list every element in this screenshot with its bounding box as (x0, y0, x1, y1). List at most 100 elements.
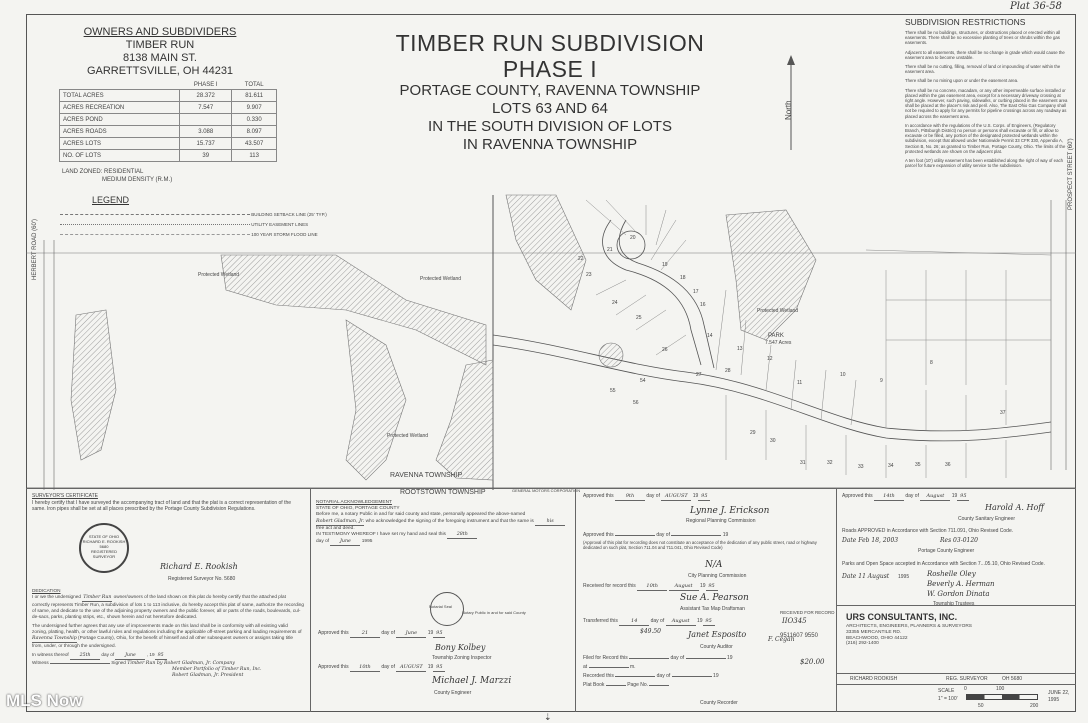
day-of-label: day of (670, 655, 685, 661)
lot-number: 34 (888, 463, 894, 469)
stamp-fee: $20.00 (800, 658, 825, 666)
notary-seal-icon (430, 592, 464, 626)
owners-heading: OWNERS AND SUBDIVIDERS (83, 26, 237, 38)
received-label: Received for record this (583, 583, 636, 589)
lot-number: 37 (1000, 410, 1006, 416)
stamp-number: 9511607 9550 (780, 633, 818, 639)
notary-state: STATE OF OHIO, PORTAGE COUNTY (316, 506, 400, 512)
recorder-label: County Recorder (700, 700, 738, 706)
legend-item: UTILITY EASEMENT LINES (60, 222, 308, 227)
divider (26, 488, 1076, 489)
acreage-cell: 3.088 (179, 125, 233, 138)
witness-day: 25th (70, 653, 101, 660)
century-label: 19 (427, 630, 434, 636)
record-stamp: RECEIVED FOR RECORD (780, 610, 835, 615)
lot-number: 17 (693, 289, 699, 295)
wetland-area (435, 359, 494, 481)
engineer-label: County Engineer (434, 690, 472, 696)
engineer-month: AUGUST (396, 664, 427, 672)
scale-value: 1" = 100' (938, 696, 958, 702)
lot-number: 26 (662, 347, 668, 353)
acreage-col-total: TOTAL (244, 82, 264, 88)
dedication-text: The undersigned further agrees that any … (32, 623, 302, 634)
wetland-area (70, 309, 117, 461)
roads-text: Roads APPROVED in Accordance with Sectio… (842, 528, 1014, 534)
urs-reg-no: OH 5680 (1002, 676, 1023, 682)
divider (836, 684, 1076, 685)
notary-name: Robert Gladman, Jr. (316, 519, 365, 526)
acreage-cell: 9.907 (231, 101, 277, 114)
recorded-label: Recorded this (583, 673, 614, 679)
acreage-cell: 28.372 (179, 89, 233, 102)
legend-item: BUILDING SETBACK LINE (25' TYP.) (60, 212, 327, 217)
lot-number: 8 (930, 360, 933, 366)
dedication-text: owner/owners of the land shown on this p… (32, 594, 304, 619)
owners-name: TIMBER RUN (125, 39, 195, 51)
seal-number: 5680 (99, 544, 109, 549)
watermark-logo: MLS Now (6, 691, 83, 710)
gm-label: GENERAL MOTORS CORPORATION (512, 488, 581, 493)
notary-heading: NOTARIAL ACKNOWLEDGEMENT (316, 500, 392, 505)
notary-label: Notary Public in and for said County (462, 610, 526, 615)
legend-label: UTILITY EASEMENT LINES (251, 222, 309, 227)
received-month: August (668, 583, 699, 591)
notary-testimony: IN TESTIMONY WHEREOF I have set my hand … (316, 532, 446, 538)
road-edge (602, 219, 702, 366)
lot-number: 16 (700, 302, 706, 308)
surveyor-signature: Richard E. Rookish (160, 562, 238, 571)
urs-name: URS CONSULTANTS, INC. (846, 612, 958, 622)
parks-year: 1995 (898, 574, 910, 580)
lot-number: 33 (858, 464, 864, 470)
legend-item: 100 YEAR STORM FLOOD LINE (60, 232, 318, 237)
notary-month: June (330, 539, 361, 547)
roads-resolution: Res 03-0120 (940, 537, 978, 544)
rootstown-township-label: ROOTSTOWN TOWNSHIP (400, 489, 486, 496)
engineer-year: 95 (433, 664, 446, 672)
zoning-month: June (396, 630, 427, 638)
title-line-6: IN RAVENNA TOWNSHIP (462, 136, 638, 153)
roads-date: Date Feb 18, 2003 (842, 537, 899, 544)
acreage-cell: 8.097 (231, 125, 277, 138)
lot-number: 54 (640, 378, 646, 384)
roads-label: Portage County Engineer (918, 548, 975, 554)
title-line-3: PORTAGE COUNTY, RAVENNA TOWNSHIP (399, 82, 701, 99)
seal-name: RICHARD E. ROOKISH (82, 539, 126, 544)
tax-signature: Sue A. Pearson (680, 593, 749, 603)
park-acres: 7.547 Acres (765, 340, 792, 346)
parks-text: Parks and Open Space accepted in Accorda… (842, 561, 1045, 567)
plat-number: Plat 36-58 (1010, 1, 1062, 12)
auditor-initials: F. Cegan (768, 636, 795, 643)
lot-number: 14 (707, 333, 713, 339)
day-of-label: day of (381, 630, 395, 636)
urs-surveyor: RICHARD ROOKISH (850, 676, 898, 682)
road-edge (492, 334, 1052, 432)
sanitary-label: County Sanitary Engineer (958, 516, 1015, 522)
lot-number: 35 (915, 462, 921, 468)
witness-label: In witness thereof (32, 652, 69, 657)
scale-200: 200 (1030, 703, 1039, 709)
urs-reg: REG. SURVEYOR (946, 676, 988, 682)
regional-approval-2: Approved this day of 19 (583, 532, 833, 539)
sanitary-year: 95 (957, 493, 970, 501)
century-label: 19 (697, 618, 703, 624)
century-label: 19 (692, 493, 699, 499)
lot-number: 21 (607, 247, 613, 253)
divider (836, 605, 1076, 606)
acreage-cell: 39 (179, 149, 233, 162)
lot-number: 10 (840, 372, 846, 378)
restriction-paragraph: There shall be no cutting, filling, remo… (905, 64, 1061, 75)
acreage-cell: 7.547 (179, 101, 233, 114)
sanitary-month: August (920, 493, 951, 501)
owners-block: OWNERS AND SUBDIVIDERS TIMBER RUN 8138 M… (60, 26, 260, 78)
acreage-cell: 43.507 (231, 137, 277, 150)
transferred-day: 14 (619, 618, 650, 626)
engineer-day: 10th (349, 664, 380, 672)
witness-label: Witness (32, 660, 49, 665)
notary-text: Before me, a notary Public in and for sa… (316, 512, 526, 518)
lot-number: 11 (797, 380, 803, 386)
regional-day: 9th (614, 493, 645, 501)
